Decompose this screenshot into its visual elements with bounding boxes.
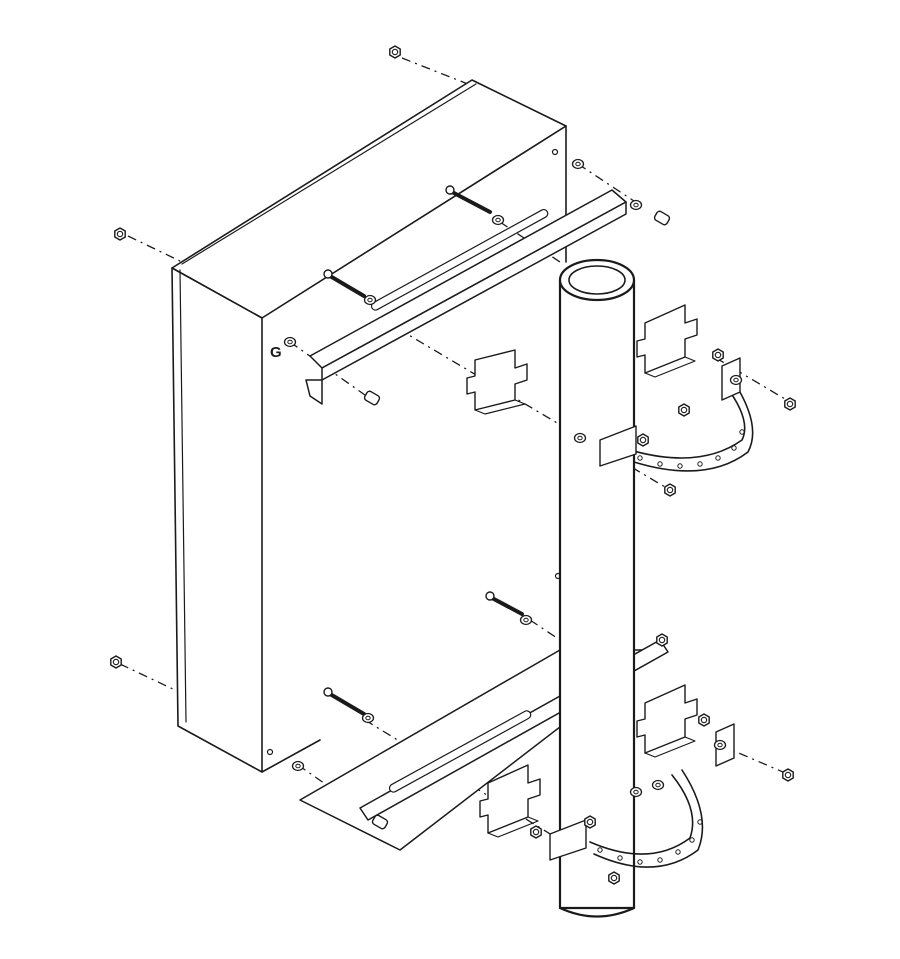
band-hole: [637, 859, 643, 865]
cap-screw-1: [653, 210, 671, 226]
hex-nut-8: [712, 348, 724, 362]
enclosure-label: G: [270, 344, 282, 361]
hex-nut-7: [637, 433, 649, 447]
washer-2: [491, 214, 505, 226]
band-hole: [637, 455, 643, 461]
band-hole: [731, 445, 737, 451]
washer-6: [729, 374, 743, 386]
band-hole: [697, 461, 703, 467]
hex-nut-2: [114, 227, 126, 241]
hex-nut-3: [110, 655, 122, 669]
enclosure-box: [171, 79, 567, 773]
band-hole: [697, 819, 703, 825]
clamp-plate-lower-right: [636, 684, 698, 758]
clamp-plate-lower-left: [479, 764, 541, 838]
band-hole: [657, 461, 663, 467]
hex-nut-5: [678, 403, 690, 417]
band-slot-holes: [597, 429, 745, 865]
band-hole: [739, 429, 745, 435]
clamp-plate-upper-left: [466, 349, 528, 415]
band-hole: [677, 463, 683, 469]
cap-screw-2: [363, 390, 381, 406]
threaded-bolt-lower: [485, 591, 524, 616]
hex-nut-6: [664, 483, 676, 497]
hex-nut-13: [530, 825, 542, 839]
hex-nut-9: [782, 768, 794, 782]
washer-8: [361, 712, 375, 724]
band-hole: [715, 455, 721, 461]
band-hole: [617, 855, 623, 861]
washer-12: [713, 739, 727, 751]
hex-nut-12: [608, 871, 620, 885]
threaded-bolt-top: [445, 185, 492, 214]
band-hole: [657, 857, 663, 863]
washer-10: [629, 786, 643, 798]
fasteners: [110, 45, 796, 885]
clamp-plate-upper-right: [636, 304, 698, 378]
hex-nut-1: [389, 45, 401, 59]
mounting-pole: [558, 258, 636, 918]
washer-11: [651, 779, 665, 791]
hex-nut-14: [584, 815, 596, 829]
hex-nut-10: [698, 713, 710, 727]
washer-5: [573, 432, 587, 444]
band-clamp-upper: [599, 357, 754, 472]
hex-nut-4: [784, 397, 796, 411]
washer-7: [519, 614, 533, 626]
washer-9: [291, 760, 305, 772]
threaded-bolt-bottom: [323, 687, 366, 716]
band-hole: [675, 849, 681, 855]
washer-1: [571, 158, 585, 170]
threaded-bolt-middle: [323, 269, 366, 298]
band-hole: [597, 847, 603, 853]
washer-4: [283, 336, 297, 348]
band-hole: [689, 837, 695, 843]
upper-bracket-rail: [305, 189, 627, 405]
washer-13: [629, 199, 643, 211]
cap-screw-3: [371, 814, 389, 830]
hex-nut-11: [656, 633, 668, 647]
washer-3: [363, 294, 377, 306]
